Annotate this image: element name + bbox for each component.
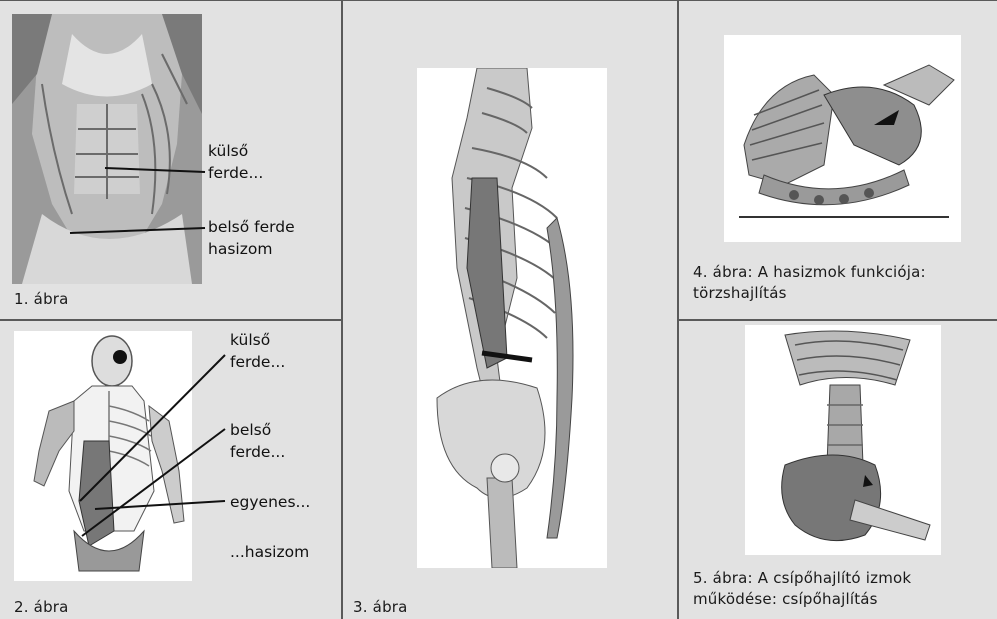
figure-2-pointer-lines [0,321,341,619]
figure-3-cell: 3. ábra [343,0,677,619]
figure-5-cell: 5. ábra: A csípőhajlító izmok működése: … [679,321,997,619]
figure-1-pointer-lines [0,0,341,319]
divider-vertical-right [677,0,679,619]
figure-2-cell: külső ferde... belső ferde... egyenes...… [0,321,341,619]
divider-horizontal-right [679,319,997,321]
label-kulso-ferde-2: külső ferde... [230,329,285,373]
label-belso-ferde-2: belső ferde... [230,419,285,463]
figure-4-caption: 4. ábra: A hasizmok funkciója: törzshajl… [693,262,926,304]
divider-top [0,0,997,1]
figure-4-cell: 4. ábra: A hasizmok funkciója: törzshajl… [679,0,997,319]
figure-1-caption: 1. ábra [14,289,69,310]
label-kulso-ferde: külső ferde... [208,140,263,184]
lateral-trunk-illustration [417,68,607,568]
hip-flexion-illustration [745,325,941,555]
divider-vertical-left [341,0,343,619]
figure-3-caption: 3. ábra [353,597,408,618]
figure-1-cell: külső ferde... belső ferde hasizom 1. áb… [0,0,341,319]
trunk-flexion-illustration [724,35,961,242]
divider-horizontal-left [0,319,341,321]
figure-2-caption: 2. ábra [14,597,69,618]
label-hasizom: ...hasizom [230,541,309,563]
label-egyenes: egyenes... [230,491,310,513]
figure-5-caption: 5. ábra: A csípőhajlító izmok működése: … [693,568,911,610]
label-belso-ferde-hasizom: belső ferde hasizom [208,216,295,260]
